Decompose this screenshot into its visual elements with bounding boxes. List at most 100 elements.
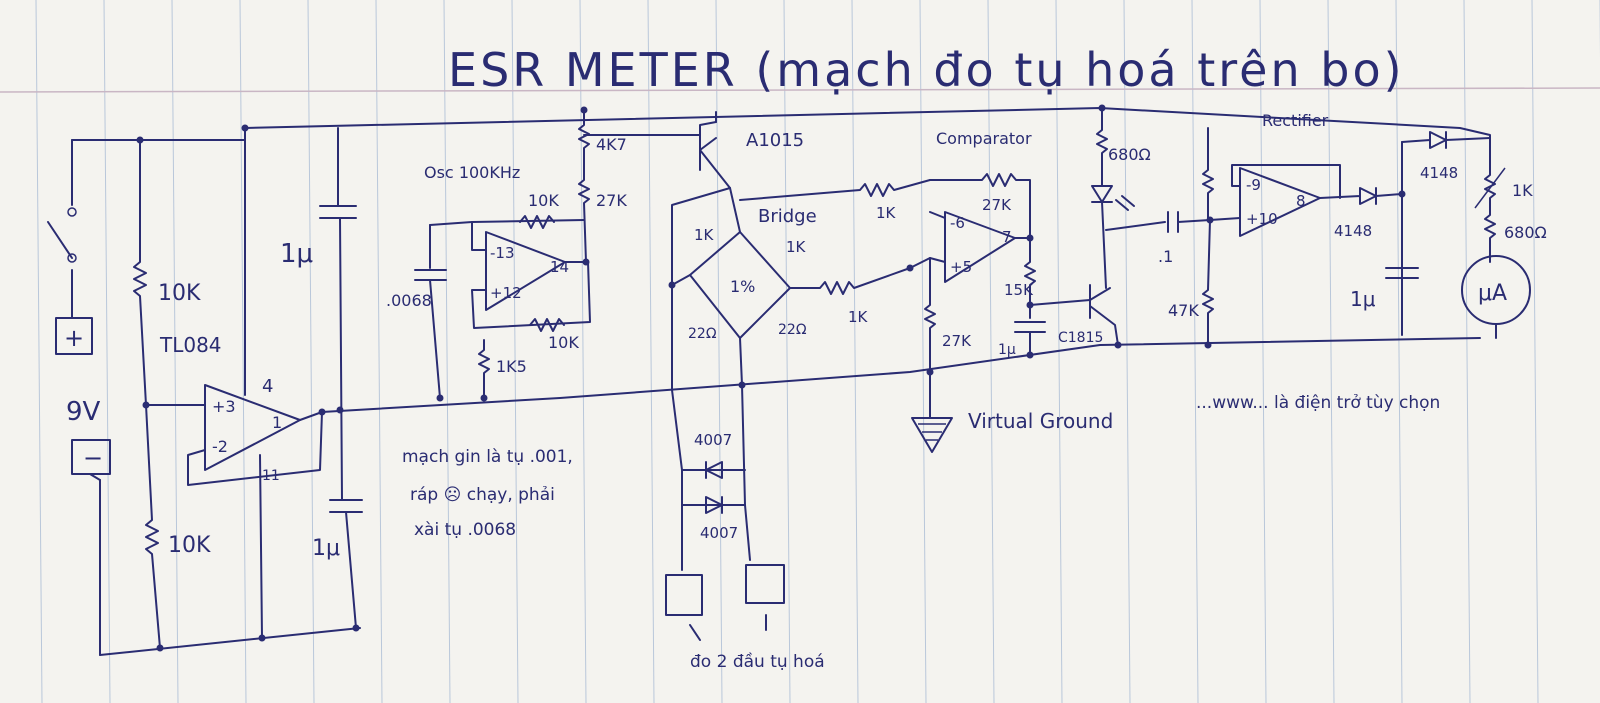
r-27k-comp-label: 27K bbox=[982, 196, 1012, 214]
margin-line bbox=[0, 87, 1600, 93]
ruling-line bbox=[307, 0, 315, 703]
r-1k5-label: 1K5 bbox=[496, 357, 527, 376]
ruling-line bbox=[1395, 0, 1403, 703]
probe-note: đo 2 đầu tụ hoá bbox=[690, 651, 825, 672]
ruling-line bbox=[1123, 0, 1131, 703]
r-10k-bottom-label: 10K bbox=[168, 533, 211, 558]
r-10k-osc-bottom-label: 10K bbox=[548, 333, 579, 352]
ruling-line bbox=[103, 0, 111, 703]
d-4007-top-label: 4007 bbox=[694, 431, 732, 449]
c-1u-top-label: 1μ bbox=[280, 239, 313, 269]
bridge-label: Bridge bbox=[758, 206, 817, 227]
power-switch bbox=[47, 207, 77, 263]
r-10k-top-label: 10K bbox=[158, 281, 201, 306]
probe-pad-right bbox=[745, 564, 785, 604]
virtual-ground-label: Virtual Ground bbox=[968, 409, 1113, 433]
pin-12-label: +12 bbox=[490, 284, 522, 302]
osc-label: Osc 100KHz bbox=[424, 163, 520, 182]
ruling-line bbox=[239, 0, 247, 703]
comparator-section: Comparator -6 +5 7 27K 27K 15K 1μ C1815 bbox=[924, 129, 1119, 419]
ruling-line bbox=[375, 0, 383, 703]
c-1u-comp-label: 1μ bbox=[998, 342, 1016, 358]
page-title: ESR METER (mạch đo tụ hoá trên bo) bbox=[448, 43, 1405, 97]
pin-9-label: -9 bbox=[1246, 176, 1261, 194]
a1015-transistor: A1015 bbox=[671, 111, 804, 391]
pin-2-label: -2 bbox=[212, 437, 228, 456]
pin-8-label: 8 bbox=[1296, 192, 1306, 210]
c1815-label: C1815 bbox=[1058, 330, 1103, 346]
r-47k-label: 47K bbox=[1168, 301, 1199, 320]
r-10k-osc-top-label: 10K bbox=[528, 191, 559, 210]
tl084-label: TL084 bbox=[159, 333, 222, 357]
pin-4-label: 4 bbox=[262, 376, 273, 397]
r-1k-mid-label: 1K bbox=[848, 308, 869, 326]
pin-11-label: 11 bbox=[262, 468, 280, 484]
r-27k-osc-label: 27K bbox=[596, 191, 627, 210]
battery: + 9V − bbox=[55, 299, 111, 481]
ruling-line bbox=[579, 0, 587, 703]
pin-5-label: +5 bbox=[950, 258, 972, 276]
pin-3-label: +3 bbox=[212, 397, 236, 416]
junction-dots bbox=[136, 104, 1406, 652]
ruling-line bbox=[171, 0, 179, 703]
meter-label: μA bbox=[1478, 281, 1507, 306]
decoupling-caps: 1μ 1μ bbox=[280, 127, 363, 629]
c-0068-label: .0068 bbox=[386, 291, 432, 310]
ruling-line bbox=[443, 0, 451, 703]
r-1k-bridge-left-label: 1K bbox=[694, 226, 715, 244]
probe-section: 4007 4007 đo 2 đầu tụ hoá bbox=[665, 384, 825, 672]
r-1k-bridge-right-label: 1K bbox=[786, 238, 807, 256]
ruling-line bbox=[851, 0, 859, 703]
c-01-label: .1 bbox=[1158, 247, 1173, 266]
battery-plus-label: + bbox=[64, 324, 84, 352]
c-1u-bottom-label: 1μ bbox=[312, 536, 340, 561]
r-22-right-label: 22Ω bbox=[778, 322, 807, 338]
ruling-line bbox=[987, 0, 995, 703]
ruling-line bbox=[1327, 0, 1335, 703]
r-27k-vg-label: 27K bbox=[942, 332, 972, 350]
pin-1-label: 1 bbox=[272, 413, 282, 432]
r-4k7-label: 4K7 bbox=[596, 135, 627, 154]
pin-6-label: -6 bbox=[950, 214, 965, 232]
ruling-line bbox=[511, 0, 519, 703]
ruling-line bbox=[1259, 0, 1267, 703]
buffer-opamp: TL084 +3 -2 4 1 11 bbox=[145, 139, 323, 639]
design-notes: mạch gin là tụ .001, ráp ☹ chạy, phải xà… bbox=[402, 447, 573, 540]
r-680-led-label: 680Ω bbox=[1108, 145, 1151, 164]
rectifier-label: Rectifier bbox=[1262, 111, 1329, 130]
r-22-left-label: 22Ω bbox=[688, 326, 717, 342]
divider-resistors: 10K 10K bbox=[133, 139, 211, 649]
probe-pad-left bbox=[665, 574, 703, 616]
pin-14-label: 14 bbox=[550, 258, 569, 276]
virtual-ground-symbol: Virtual Ground bbox=[911, 409, 1113, 453]
meter-section: μA 1K 680Ω bbox=[1461, 159, 1547, 339]
a1015-label: A1015 bbox=[746, 130, 804, 151]
ruling-line bbox=[1191, 0, 1199, 703]
bridge-1pct-label: 1% bbox=[730, 277, 755, 296]
ruling-line bbox=[1463, 0, 1471, 703]
coupling-cap: .1 bbox=[1105, 211, 1211, 266]
r-1k-meter-label: 1K bbox=[1512, 181, 1533, 200]
ruling-line bbox=[35, 0, 43, 703]
ruling-line bbox=[715, 0, 723, 703]
note-line-1: mạch gin là tụ .001, bbox=[402, 447, 573, 467]
r-680-meter-label: 680Ω bbox=[1504, 223, 1547, 242]
oscillator-section: Osc 100KHz -13 +12 14 .0068 10K 10K 4K7 … bbox=[386, 109, 717, 401]
comparator-label: Comparator bbox=[936, 129, 1032, 148]
rectifier-section: Rectifier -9 +10 8 47K 4148 4148 1μ bbox=[1168, 111, 1491, 346]
d-4148-a-label: 4148 bbox=[1334, 222, 1372, 240]
pin-7-label: 7 bbox=[1002, 228, 1012, 246]
ruling-line bbox=[1531, 0, 1539, 703]
ruling-line bbox=[783, 0, 791, 703]
c-1u-rect-label: 1μ bbox=[1350, 287, 1376, 311]
pin-10-label: +10 bbox=[1246, 210, 1278, 228]
battery-minus-label: − bbox=[83, 444, 103, 472]
ruling-line bbox=[647, 0, 655, 703]
trim-resistor-note: ...www... là điện trở tùy chọn bbox=[1196, 393, 1440, 413]
note-line-3: xài tụ .0068 bbox=[414, 520, 516, 540]
d-4007-bottom-label: 4007 bbox=[700, 524, 738, 542]
pin-13-label: -13 bbox=[490, 244, 515, 262]
